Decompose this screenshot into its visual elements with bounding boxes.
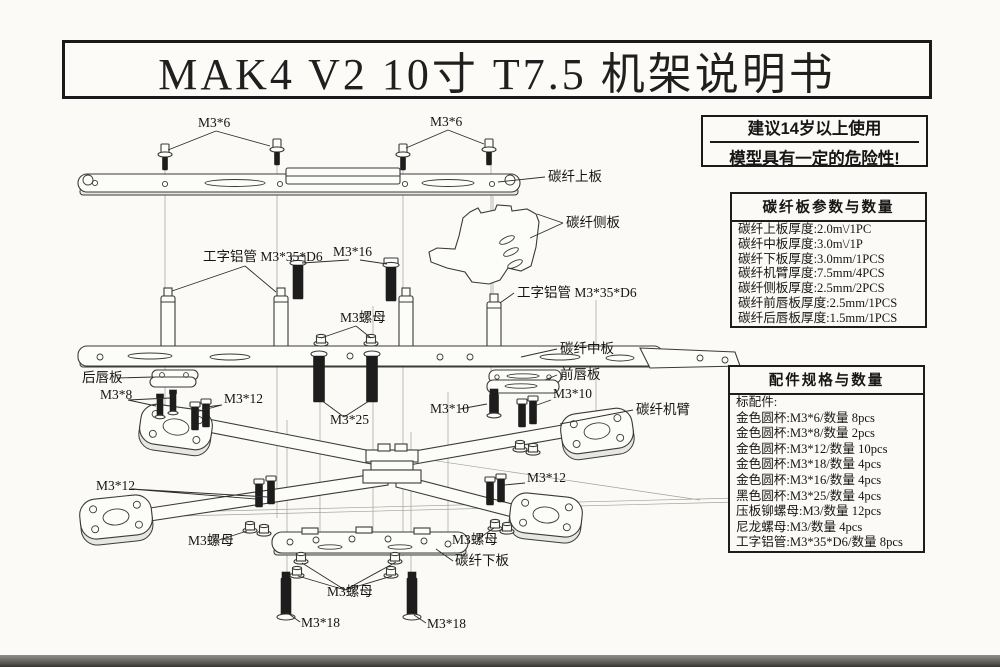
label-alu-tube-right: 工字铝管 M3*35*D6 — [517, 285, 637, 300]
label-m3-nut-mid: M3螺母 — [340, 310, 386, 325]
m3x12-screw — [189, 401, 201, 431]
m3x18-screw — [276, 571, 296, 621]
accessory-spec-row: 标配件: — [736, 395, 778, 409]
accessory-spec-row: 金色圆杯:M3*8/数量 2pcs — [736, 426, 875, 441]
label-side-plate: 碳纤侧板 — [566, 215, 620, 230]
board-spec-title: 碳纤板参数与数量 — [732, 194, 925, 222]
board-spec-row: 碳纤下板厚度:3.0mm/1PCS — [738, 251, 885, 266]
label-top-plate: 碳纤上板 — [548, 169, 602, 184]
label-mid-plate: 碳纤中板 — [560, 341, 614, 356]
board-spec-row: 碳纤机臂厚度:7.5mm/4PCS — [738, 266, 885, 281]
accessory-spec-row: 金色圆杯:M3*16/数量 4pcs — [736, 472, 882, 487]
accessory-spec-table: 配件规格与数量 标配件: 金色圆杯:M3*6/数量 8pcs 金色圆杯:M3*8… — [728, 365, 925, 553]
rear-lip-plate — [149, 369, 199, 388]
label-m3x12-upper-left: M3*12 — [224, 391, 263, 406]
label-m3-nut-bottom: M3螺母 — [327, 584, 373, 599]
warning-line-2: 模型具有一定的危险性! — [729, 149, 900, 168]
warning-box: 建议14岁以上使用 模型具有一定的危险性! — [701, 114, 928, 168]
label-bottom-plate: 碳纤下板 — [455, 553, 509, 568]
label-arm: 碳纤机臂 — [636, 402, 690, 417]
label-m3x12-lower-right: M3*12 — [527, 470, 566, 485]
middle-plate — [77, 345, 741, 369]
m3x25-screw — [310, 350, 328, 403]
label-m3x18-right: M3*18 — [427, 616, 466, 631]
label-alu-tube-left: 工字铝管 M3*35*D6 — [203, 249, 323, 264]
board-spec-row: 碳纤后唇板厚度:1.5mm/1PCS — [738, 310, 898, 325]
accessory-spec-row: 金色圆杯:M3*12/数量 10pcs — [736, 441, 888, 456]
accessory-spec-row: 金色圆杯:M3*6/数量 8pcs — [736, 410, 875, 425]
accessory-spec-row: 金色圆杯:M3*18/数量 4pcs — [736, 457, 882, 472]
arm-center-stack — [365, 449, 419, 463]
bottom-plate — [271, 526, 469, 556]
m3x6-screw — [157, 143, 173, 171]
accessory-spec-row: 压板铆螺母:M3/数量 12pcs — [736, 504, 882, 519]
label-front-lip: 前唇板 — [560, 366, 601, 382]
front-lip-plate — [486, 369, 562, 394]
board-spec-row: 碳纤侧板厚度:2.5mm/2PCS — [738, 281, 885, 296]
label-m3-nut-lower-right: M3螺母 — [452, 532, 498, 547]
label-m3x8: M3*8 — [100, 387, 133, 402]
title-box: MAK4 V2 10寸 T7.5 机架说明书 — [62, 40, 932, 99]
page-title: MAK4 V2 10寸 T7.5 机架说明书 — [158, 49, 836, 99]
label-m3x12-lower-left: M3*12 — [96, 478, 135, 493]
label-m3x6-right: M3*6 — [430, 114, 463, 129]
label-m3-nut-lower-left: M3螺母 — [188, 533, 234, 548]
warning-line-1: 建议14岁以上使用 — [710, 114, 919, 143]
label-m3x10-left: M3*10 — [430, 401, 469, 416]
carbon-board-spec-table: 碳纤板参数与数量 碳纤上板厚度:2.0m\/1PC 碳纤中板厚度:3.0m\/1… — [730, 192, 927, 328]
accessory-spec-title: 配件规格与数量 — [730, 367, 923, 395]
label-m3x6-left: M3*6 — [198, 115, 231, 130]
label-m3x16: M3*16 — [333, 244, 372, 259]
board-spec-row: 碳纤上板厚度:2.0m\/1PC — [738, 222, 872, 236]
board-spec-row: 碳纤中板厚度:3.0m\/1P — [738, 236, 863, 251]
side-plate — [428, 204, 540, 285]
label-m3x10-right: M3*10 — [553, 386, 592, 401]
label-rear-lip: 后唇板 — [82, 370, 123, 385]
accessory-spec-row: 尼龙螺母:M3/数量 4pcs — [736, 519, 863, 534]
label-m3x25: M3*25 — [330, 412, 369, 427]
accessory-spec-row: 工字铝管:M3*35*D6/数量 8pcs — [736, 535, 903, 550]
leader-lines — [117, 129, 634, 624]
accessory-spec-row: 黑色圆杯:M3*25/数量 4pcs — [736, 488, 882, 503]
scan-artifact-bar — [0, 655, 1000, 667]
top-plate — [77, 167, 521, 196]
label-m3x18-left: M3*18 — [301, 615, 340, 630]
callout-labels: M3*6 M3*6 碳纤上板 碳纤侧板 工字铝管 M3*35*D6 M3*16 … — [82, 114, 690, 631]
board-spec-row: 碳纤前唇板厚度:2.5mm/1PCS — [738, 295, 898, 310]
